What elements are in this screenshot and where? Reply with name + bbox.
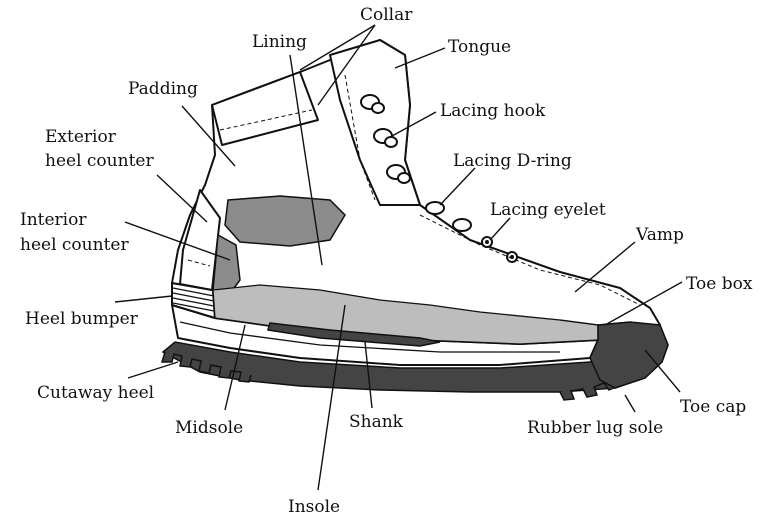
label-toe-cap: Toe cap: [680, 397, 746, 417]
label-lacing-d-ring: Lacing D-ring: [453, 151, 572, 171]
label-lining: Lining: [252, 32, 307, 52]
tongue-leader: [394, 47, 446, 69]
label-lacing-hook: Lacing hook: [440, 101, 546, 121]
label-shank: Shank: [349, 412, 404, 432]
padding-leader: [181, 105, 236, 167]
label-heel-bumper: Heel bumper: [25, 309, 139, 329]
insole-leader: [317, 304, 346, 491]
interior-heel-counter-leader: [124, 221, 231, 261]
shank-leader: [364, 341, 373, 409]
lacing-d-rings-shape: [425, 201, 472, 232]
label-insole: Insole: [288, 497, 340, 517]
label-interior-heel-counter-line1: Interior: [20, 210, 87, 230]
label-exterior-heel-counter-line2: heel counter: [45, 151, 154, 171]
label-toe-box: Toe box: [686, 274, 753, 294]
lining-leader: [289, 54, 323, 266]
toe-cap-leader: [644, 349, 681, 393]
vamp-leader: [574, 241, 636, 293]
label-tongue: Tongue: [448, 37, 511, 57]
collar-leader-2: [299, 24, 376, 71]
heel-bumper-leader: [114, 295, 173, 303]
lacing-hooks-shape: [360, 94, 411, 184]
rubber-lug-sole-leader: [624, 394, 636, 413]
exterior-heel-counter-shape: [179, 189, 221, 291]
label-exterior-heel-counter-line1: Exterior: [45, 127, 117, 147]
cutaway-heel-leader: [127, 361, 179, 379]
toe-box-leader: [604, 281, 683, 326]
label-cutaway-heel: Cutaway heel: [37, 383, 154, 403]
label-vamp: Vamp: [635, 225, 684, 245]
labels: Collar Lining Tongue Padding Lacing hook…: [20, 5, 753, 517]
shank-shape: [267, 322, 441, 347]
boot-illustration: [160, 39, 669, 401]
label-midsole: Midsole: [175, 418, 243, 438]
label-collar: Collar: [360, 5, 413, 25]
midsole-leader: [224, 324, 246, 411]
label-padding: Padding: [128, 79, 198, 99]
collar-leader: [317, 24, 376, 106]
label-lacing-eyelet: Lacing eyelet: [490, 200, 606, 220]
label-interior-heel-counter-line2: heel counter: [20, 235, 129, 255]
label-rubber-lug-sole: Rubber lug sole: [527, 418, 663, 438]
leader-lines: [114, 24, 683, 491]
lining-opening-shape: [224, 195, 346, 247]
exterior-heel-counter-leader: [156, 174, 208, 223]
tongue-shape: [329, 39, 421, 206]
lacing-hook-leader: [391, 111, 437, 137]
lacing-eyelet-leader: [489, 217, 511, 241]
toe-cap-shape: [589, 321, 669, 389]
lacing-d-ring-leader: [439, 167, 476, 206]
